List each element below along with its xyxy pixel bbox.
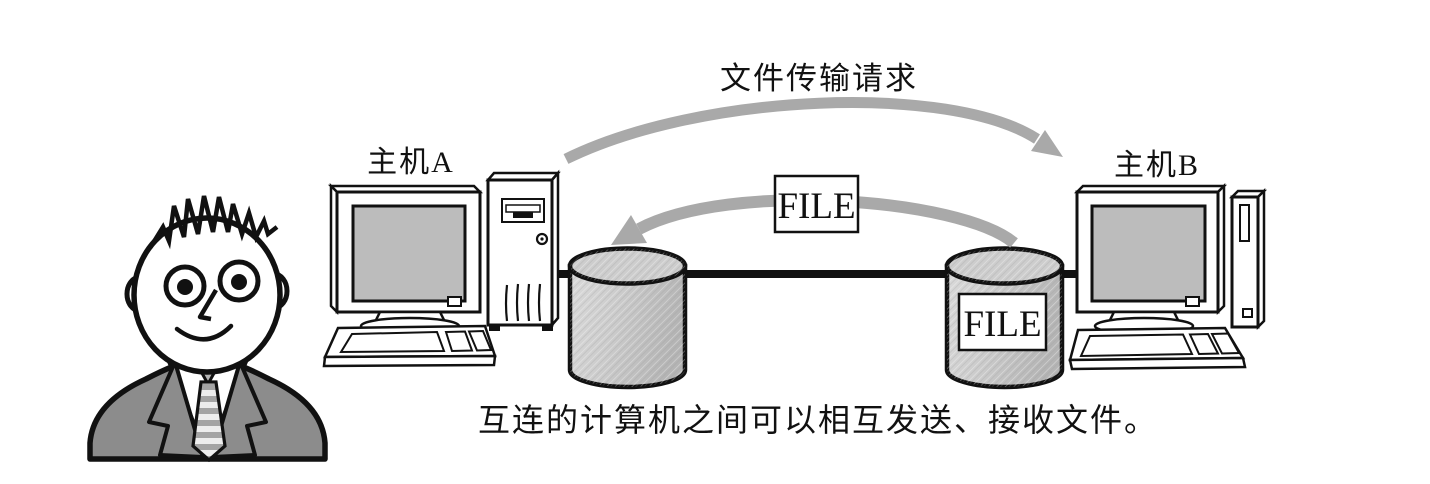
host-b-monitor [1073, 182, 1228, 336]
file-stored-label: FILE [963, 304, 1041, 345]
tie [191, 380, 227, 463]
file-stored-box [957, 292, 1048, 352]
host-b-tower [1228, 187, 1268, 331]
host-b-drive-slot [1239, 204, 1250, 242]
user-person-icon [87, 195, 328, 463]
host-a-tower [485, 169, 561, 331]
cylinder-a-texture [570, 266, 685, 387]
host-a-monitor-button [447, 296, 462, 307]
file-transfer-box [773, 174, 860, 234]
host-a-monitor [327, 182, 484, 336]
cylinder-a-top-texture [570, 248, 685, 284]
head [131, 215, 283, 375]
file-arrow-head [611, 215, 647, 245]
storage-cylinder-b-icon: FILE [944, 246, 1065, 390]
cylinder-b-top-texture [947, 248, 1062, 284]
host-a-vents [504, 283, 542, 322]
host-a-screen [351, 204, 467, 303]
request-arrow-shaft [563, 97, 1040, 164]
host-a-keyboard [322, 324, 497, 368]
host-b-label: 主机B [1114, 149, 1200, 182]
host-b-computer-icon [1068, 182, 1268, 371]
host-b-power-button [1242, 308, 1253, 318]
host-b-keyboard [1068, 326, 1247, 371]
curved-arrow-file-icon: FILE [611, 174, 1018, 248]
host-b-screen [1090, 204, 1207, 303]
host-b-monitor-button [1185, 296, 1200, 307]
curved-arrow-request-icon [563, 97, 1063, 164]
file-transfer-badge: FILE [773, 174, 860, 234]
request-arrow-label: 文件传输请求 [720, 61, 918, 96]
caption-text: 互连的计算机之间可以相互发送、接收文件。 [478, 402, 1158, 438]
left-pupil [177, 279, 193, 295]
file-stored-badge: FILE [957, 292, 1048, 352]
request-arrow-head [1031, 130, 1063, 157]
storage-cylinder-a-icon [567, 246, 688, 390]
right-pupil [231, 274, 247, 290]
hair-spikes [148, 195, 279, 250]
nose [197, 288, 218, 322]
host-a-label: 主机A [367, 146, 455, 179]
smile [174, 323, 234, 342]
host-a-computer-icon [322, 169, 561, 368]
file-transfer-label: FILE [777, 186, 855, 227]
